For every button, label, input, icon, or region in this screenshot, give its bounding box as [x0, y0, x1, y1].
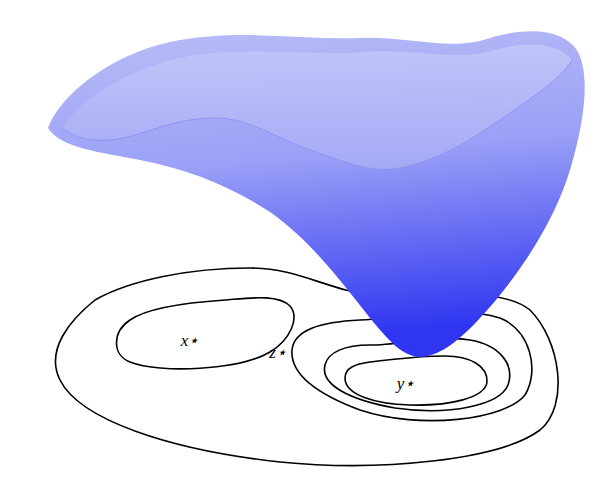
potential-surface: [48, 31, 585, 357]
point-label: y⋆: [395, 374, 418, 393]
point-label: x⋆: [179, 331, 202, 350]
point-label: z⋆: [267, 343, 289, 362]
